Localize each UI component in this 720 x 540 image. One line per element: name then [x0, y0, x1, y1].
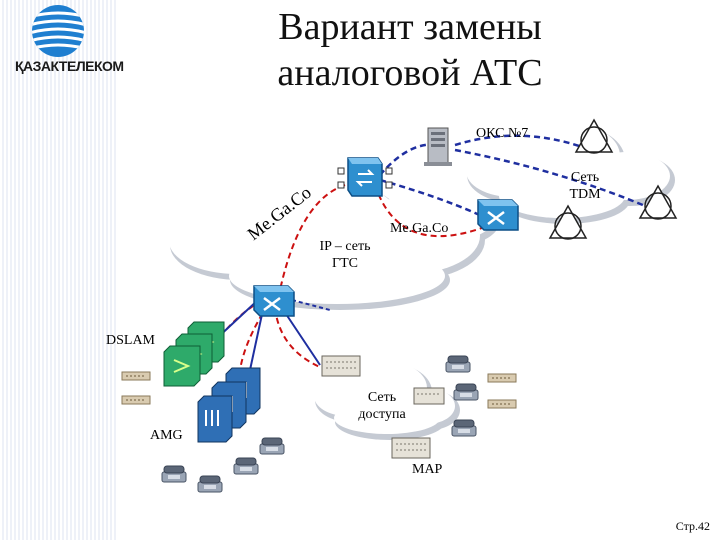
map-icon-2 — [413, 387, 445, 405]
amg-icon — [197, 367, 261, 443]
kazakhtelecom-logo: ҚАЗАКТЕЛЕКОМ — [12, 4, 124, 74]
page-number: Стр.42 — [675, 519, 710, 533]
label-tdm-line1: Сеть — [570, 170, 600, 185]
router-icon-edge — [253, 285, 295, 317]
phone-icon-2 — [453, 383, 479, 401]
logo-text: ҚАЗАКТЕЛЕКОМ — [15, 58, 124, 74]
label-megaco-right: Me.Ga.Co — [390, 221, 449, 236]
router-icon-gateway — [477, 199, 519, 231]
label-access-line2: доступа — [358, 407, 406, 422]
phone-icon-6 — [161, 465, 187, 483]
modem-icon-4 — [487, 399, 517, 409]
label-tdm: Сеть TDM — [560, 169, 610, 203]
map-icon-3 — [391, 437, 431, 459]
modem-icon-2 — [121, 395, 151, 405]
softswitch-icon — [337, 157, 393, 197]
access-cloud — [314, 362, 460, 440]
label-amg: AMG — [150, 428, 183, 443]
label-ip-line1: IP – сеть — [319, 239, 371, 254]
sidebar-stripe — [0, 0, 118, 540]
dslam-icon — [163, 321, 225, 387]
phone-icon-5 — [233, 457, 259, 475]
label-tdm-line2: TDM — [569, 187, 601, 202]
title-line-1: Вариант замены — [278, 6, 542, 48]
phone-icon-1 — [445, 355, 471, 373]
phone-icon-4 — [259, 437, 285, 455]
phone-icon-3 — [451, 419, 477, 437]
modem-icon-3 — [487, 373, 517, 383]
label-dslam: DSLAM — [106, 333, 156, 348]
label-ip-network: IP – сеть ГТС — [310, 238, 380, 272]
label-access-line1: Сеть — [367, 390, 397, 405]
server-icon — [424, 127, 452, 166]
label-ip-line2: ГТС — [332, 256, 358, 271]
title-line-2: аналоговой АТС — [277, 52, 543, 94]
modem-icon-1 — [121, 371, 151, 381]
phone-icon-7 — [197, 475, 223, 493]
label-access-network: Сеть доступа — [350, 389, 414, 423]
map-icon-1 — [321, 355, 361, 377]
page-title: Вариант замены аналоговой АТС — [150, 4, 670, 96]
label-map: MAP — [412, 462, 443, 477]
label-oks: ОКС №7 — [476, 126, 529, 141]
